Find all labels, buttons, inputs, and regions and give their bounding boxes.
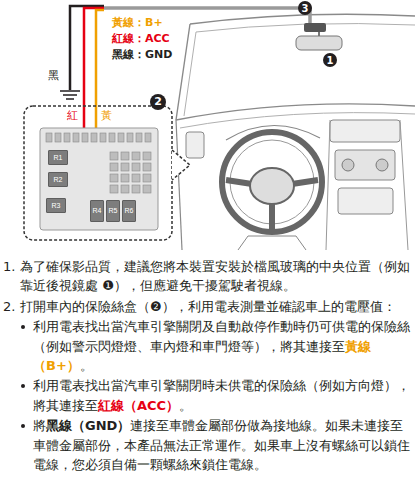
fuse xyxy=(121,174,129,182)
instruction-text: 為了確保影品質，建議您將本裝置安裝於檔風玻璃的中央位置（例如靠近後視鏡處 ❶），… xyxy=(20,259,410,293)
fuse-relay: R4 xyxy=(90,200,104,222)
instruction-text: 。 xyxy=(179,398,192,413)
callout-number: 3 xyxy=(302,3,309,14)
callout-circle xyxy=(150,94,166,110)
fuse-array xyxy=(46,133,151,193)
wire-label: 黃線：B+ xyxy=(112,17,163,29)
recorder-device xyxy=(304,23,326,32)
black-wire xyxy=(70,6,104,90)
fuse xyxy=(110,185,118,193)
instruction-item: 利用電表找出當汽車引擎關閉時未供電的保險絲（例如方向燈），將其連接至紅線（ACC… xyxy=(3,376,412,415)
windshield-edge xyxy=(190,14,415,24)
bullet xyxy=(21,424,25,428)
fuse xyxy=(121,163,129,171)
fuse xyxy=(64,133,70,142)
fuse xyxy=(73,133,79,142)
fuse xyxy=(110,163,118,171)
center-vent xyxy=(330,120,400,142)
relay-label: R4 xyxy=(93,207,102,215)
fuse xyxy=(143,163,151,171)
fuse-panel xyxy=(40,128,158,230)
rear-view-mirror xyxy=(296,36,342,50)
fuse xyxy=(136,133,142,142)
console-edge xyxy=(326,120,408,250)
instruction-text: 打開車內的保險絲盒（❷），利用電表測量並確認車上的電壓值： xyxy=(20,299,396,314)
ground-symbol xyxy=(60,91,80,99)
fuse xyxy=(121,152,129,160)
a-pillar-inner xyxy=(184,32,196,116)
fuse xyxy=(143,185,151,193)
fuse-relay: R6 xyxy=(122,200,136,222)
instruction-item: 利用電表找出當汽車引擎關閉及自動啟停作動時仍可供電的保險絲（例如警示閃燈燈、車內… xyxy=(3,317,412,375)
fuse-box-inset xyxy=(24,106,172,240)
relay-label: R6 xyxy=(125,207,134,215)
fuse-relay: R1 xyxy=(48,150,68,165)
radio xyxy=(335,150,395,180)
relay-label: R1 xyxy=(54,154,63,162)
bullet xyxy=(21,384,25,388)
wire-name: 紅線（ACC） xyxy=(98,398,179,413)
fuse xyxy=(110,152,118,160)
fuse xyxy=(143,152,151,160)
list-number: 1. xyxy=(3,257,15,276)
fuse xyxy=(143,174,151,182)
callout-circle xyxy=(323,53,337,67)
radio-knob xyxy=(342,159,354,171)
fuse xyxy=(132,174,140,182)
callout-circle xyxy=(298,1,312,15)
wire-name: 黑線（GND） xyxy=(46,418,130,433)
bullet xyxy=(21,325,25,329)
fuse xyxy=(121,185,129,193)
relay-label: R3 xyxy=(52,202,61,210)
fuse xyxy=(82,133,88,142)
steering-column xyxy=(238,236,306,250)
fuse xyxy=(145,133,151,142)
left-vent xyxy=(186,132,204,158)
fuse xyxy=(91,133,97,142)
callout-number: 1 xyxy=(327,55,334,66)
fuse xyxy=(132,152,140,160)
fuse xyxy=(109,133,115,142)
steering-wheel xyxy=(222,132,322,232)
wheel-hub xyxy=(250,168,294,204)
fuse-relay: R2 xyxy=(48,172,68,187)
climate-panel xyxy=(338,188,393,214)
instruction-item: 將黑線（GND）連接至車體金屬部份做為接地線。如果未連接至車體金屬部份，本產品無… xyxy=(3,416,412,474)
fuse xyxy=(110,174,118,182)
relay-label: R5 xyxy=(109,207,118,215)
instruction-item: 2. 打開車內的保險絲盒（❷），利用電表測量並確認車上的電壓值： xyxy=(3,297,412,316)
inset-pointer xyxy=(172,150,190,180)
wire-label: 黑線：GND xyxy=(112,49,172,61)
fuse xyxy=(132,185,140,193)
list-number: 2. xyxy=(3,297,15,316)
instruction-text: 。 xyxy=(80,358,93,373)
instruction-text: 將 xyxy=(33,418,46,433)
relay-label: R2 xyxy=(54,176,63,184)
fuse xyxy=(100,133,106,142)
radio-knob xyxy=(376,159,388,171)
fuse-relay: R3 xyxy=(46,198,66,213)
dashboard-top xyxy=(176,104,415,120)
fuse-relay: R5 xyxy=(106,200,120,222)
windshield-inner xyxy=(196,24,415,32)
wire-label: 紅線：ACC xyxy=(112,33,170,45)
a-pillar xyxy=(176,24,190,120)
instruction-item: 1. 為了確保影品質，建議您將本裝置安裝於檔風玻璃的中央位置（例如靠近後視鏡處 ❶… xyxy=(3,257,412,296)
wire-color-label: 黃 xyxy=(101,110,112,122)
wire-color-label: 紅 xyxy=(67,110,78,122)
callout-number: 2 xyxy=(154,96,162,108)
fuse xyxy=(46,133,52,142)
fuse xyxy=(55,133,61,142)
fuse xyxy=(118,133,124,142)
fuse xyxy=(132,163,140,171)
wire-color-label: 黑 xyxy=(48,70,59,82)
door-edge xyxy=(176,120,182,250)
fuse xyxy=(127,133,133,142)
instruction-text: 利用電表找出當汽車引擎關閉時未供電的保險絲（例如方向燈），將其連接至 xyxy=(33,378,410,412)
